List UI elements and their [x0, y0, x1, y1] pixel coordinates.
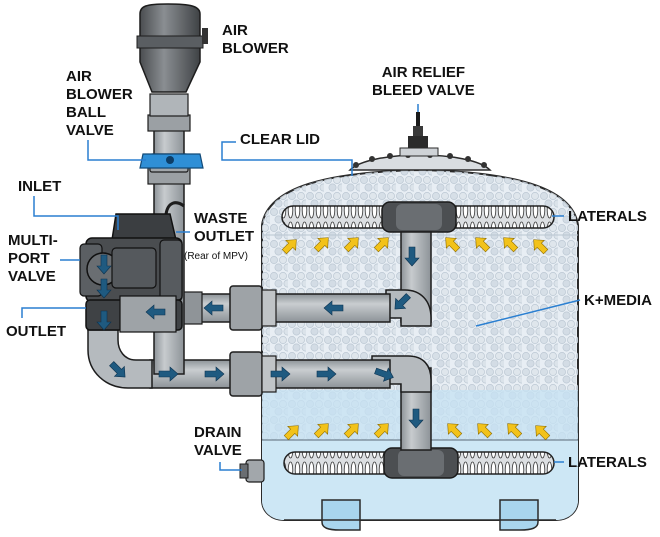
label-outlet: OUTLET [6, 323, 66, 340]
label-waste-outlet-note: (Rear of MPV) [184, 251, 248, 262]
label-drain-valve: DRAIN VALVE [194, 424, 242, 459]
label-air-relief-bleed-valve: AIR RELIEF BLEED VALVE [372, 64, 475, 99]
air-relief-bleed-valve [408, 112, 428, 148]
label-waste-outlet: WASTE OUTLET [194, 210, 254, 245]
drain-valve[interactable] [239, 459, 265, 483]
multiport-valve[interactable] [79, 213, 183, 333]
clear-lid [348, 147, 492, 171]
label-inlet: INLET [18, 178, 62, 195]
label-clear-lid: CLEAR LID [240, 131, 320, 148]
label-air-blower-ball-valve: AIR BLOWER BALL VALVE [66, 68, 133, 139]
inlet-main-pipe [149, 351, 391, 397]
label-multiport-valve: MULTI- PORT VALVE [8, 232, 58, 285]
label-air-blower: AIR BLOWER [222, 22, 289, 57]
label-kmedia: K+MEDIA [584, 292, 652, 309]
leader-lines [21, 104, 581, 471]
label-laterals-top: LATERALS [568, 208, 647, 225]
label-laterals-bottom: LATERALS [568, 454, 647, 471]
air-blower-ball-valve[interactable] [139, 153, 204, 173]
laterals-top [281, 201, 555, 233]
laterals-bottom [283, 447, 555, 479]
air-blower [136, 3, 208, 93]
